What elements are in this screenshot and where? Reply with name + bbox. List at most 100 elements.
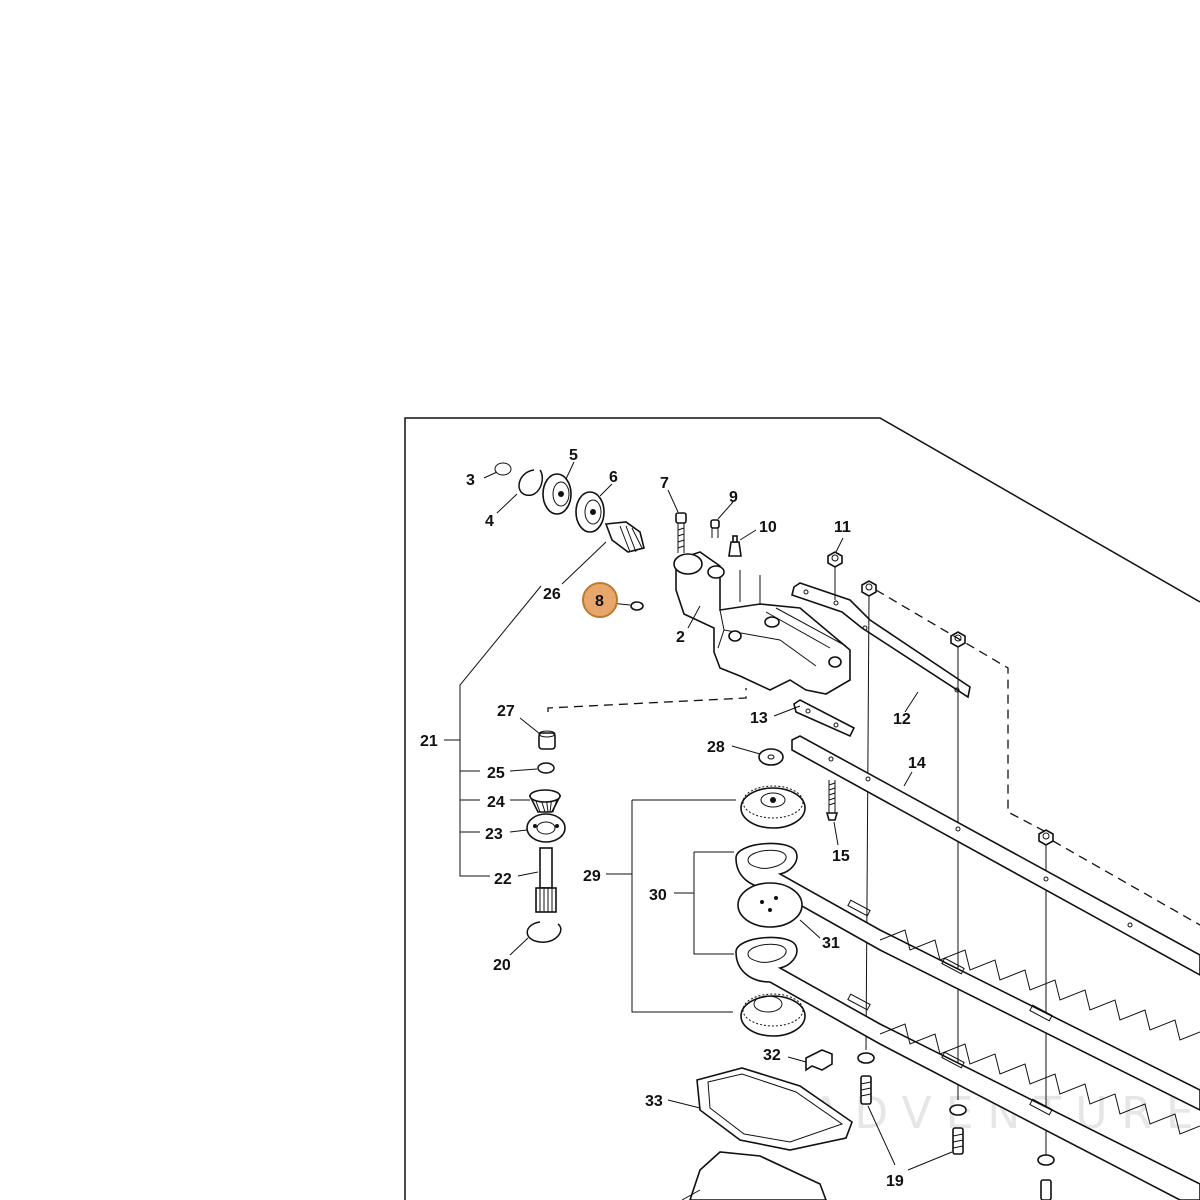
label-part-27[interactable]: 27 bbox=[497, 703, 515, 720]
label-part-28[interactable]: 28 bbox=[707, 739, 725, 756]
highlight-callout-8[interactable] bbox=[582, 582, 618, 618]
plate-13[interactable] bbox=[793, 699, 856, 738]
leader-12 bbox=[904, 691, 919, 713]
label-part-24[interactable]: 24 bbox=[487, 794, 505, 811]
clip-32[interactable] bbox=[805, 1049, 833, 1072]
plate-12[interactable] bbox=[791, 582, 971, 699]
circlip-20[interactable] bbox=[526, 921, 562, 943]
gear-lower-29[interactable] bbox=[740, 993, 806, 1037]
label-part-19[interactable]: 19 bbox=[886, 1173, 904, 1190]
circlip-3[interactable] bbox=[494, 462, 512, 476]
bracket-30 bbox=[674, 851, 734, 955]
screw-7[interactable] bbox=[675, 512, 687, 553]
nut-11-a[interactable] bbox=[827, 551, 843, 568]
label-part-2[interactable]: 2 bbox=[676, 629, 685, 646]
label-part-13[interactable]: 13 bbox=[750, 710, 768, 727]
washer-19-b[interactable] bbox=[949, 1104, 967, 1116]
leader-33 bbox=[667, 1099, 701, 1109]
label-part-25[interactable]: 25 bbox=[487, 765, 505, 782]
label-part-14[interactable]: 14 bbox=[908, 755, 926, 772]
leader-32 bbox=[787, 1056, 807, 1063]
label-part-29[interactable]: 29 bbox=[583, 868, 601, 885]
leader-20 bbox=[509, 937, 529, 956]
ball-bearing-23[interactable] bbox=[526, 813, 566, 843]
leader-cover bbox=[681, 1189, 701, 1200]
screw-19-c[interactable] bbox=[1040, 1179, 1052, 1200]
leader-14 bbox=[903, 771, 913, 787]
label-part-26[interactable]: 26 bbox=[543, 586, 561, 603]
blade-lower-30[interactable] bbox=[735, 936, 1200, 1200]
label-part-31[interactable]: 31 bbox=[822, 935, 840, 952]
leader-9 bbox=[717, 501, 734, 520]
label-part-12[interactable]: 12 bbox=[893, 711, 911, 728]
ball-bearing-6[interactable] bbox=[575, 491, 605, 533]
label-part-21[interactable]: 21 bbox=[420, 733, 438, 750]
leader-5 bbox=[565, 461, 575, 480]
leader-13 bbox=[773, 705, 801, 717]
label-part-8[interactable]: 8 bbox=[595, 593, 604, 610]
washer-19-c[interactable] bbox=[1037, 1154, 1055, 1166]
dashed-guide-2 bbox=[547, 688, 747, 712]
leader-26 bbox=[561, 541, 607, 585]
label-part-10[interactable]: 10 bbox=[759, 519, 777, 536]
nut-11-c[interactable] bbox=[950, 631, 966, 648]
gear-housing-2[interactable] bbox=[673, 551, 851, 695]
ball-bearing-5[interactable] bbox=[542, 473, 572, 515]
stud-line-1 bbox=[865, 595, 870, 1051]
guide-bar-14[interactable] bbox=[791, 735, 1200, 976]
leader-27 bbox=[519, 717, 541, 735]
eccentric-disc-31[interactable] bbox=[737, 882, 803, 928]
label-part-6[interactable]: 6 bbox=[609, 469, 618, 486]
nut-11-b[interactable] bbox=[861, 580, 877, 597]
label-part-9[interactable]: 9 bbox=[729, 489, 738, 506]
circlip-25[interactable] bbox=[537, 762, 555, 774]
label-part-32[interactable]: 32 bbox=[763, 1047, 781, 1064]
label-part-5[interactable]: 5 bbox=[569, 447, 578, 464]
dashed-guide-1 bbox=[875, 589, 1200, 926]
leader-3 bbox=[483, 471, 498, 479]
leader-11 bbox=[835, 537, 844, 553]
screw-19-a[interactable] bbox=[860, 1075, 872, 1105]
sleeve-27[interactable] bbox=[538, 730, 556, 750]
nut-11-d[interactable] bbox=[1038, 829, 1054, 846]
label-part-30[interactable]: 30 bbox=[649, 887, 667, 904]
washer-19-a[interactable] bbox=[857, 1052, 875, 1064]
leader-6 bbox=[599, 483, 613, 497]
label-part-20[interactable]: 20 bbox=[493, 957, 511, 974]
label-part-22[interactable]: 22 bbox=[494, 871, 512, 888]
label-part-15[interactable]: 15 bbox=[832, 848, 850, 865]
gear-upper-29[interactable] bbox=[740, 785, 806, 829]
cover-plate[interactable] bbox=[689, 1151, 827, 1200]
leader-19-a bbox=[867, 1105, 896, 1166]
bevel-gear-24[interactable] bbox=[528, 789, 562, 813]
leader-19-b bbox=[907, 1151, 953, 1171]
label-part-7[interactable]: 7 bbox=[660, 475, 669, 492]
leader-23 bbox=[509, 829, 528, 833]
leader-15 bbox=[833, 821, 839, 846]
bracket-29 bbox=[606, 799, 736, 1013]
leader-25 bbox=[509, 768, 538, 772]
grease-nipple-10[interactable] bbox=[728, 535, 742, 557]
bolt-15[interactable] bbox=[825, 780, 839, 821]
circlip-4[interactable] bbox=[518, 469, 544, 496]
label-part-33[interactable]: 33 bbox=[645, 1093, 663, 1110]
washer-28[interactable] bbox=[758, 748, 784, 766]
leader-28 bbox=[731, 745, 761, 755]
label-part-4[interactable]: 4 bbox=[485, 513, 494, 530]
leader-2 bbox=[687, 605, 701, 629]
leader-4 bbox=[496, 493, 518, 514]
screw-9[interactable] bbox=[710, 519, 720, 538]
leader-22 bbox=[517, 871, 539, 877]
screw-19-b[interactable] bbox=[952, 1127, 964, 1155]
label-part-3[interactable]: 3 bbox=[466, 472, 475, 489]
blade-upper-30[interactable] bbox=[735, 842, 1200, 1111]
shaft-22[interactable] bbox=[535, 847, 557, 913]
gasket-33[interactable] bbox=[696, 1067, 853, 1151]
leader-7 bbox=[667, 489, 679, 513]
diagram-frame bbox=[404, 417, 1200, 1200]
label-part-11[interactable]: 11 bbox=[834, 519, 851, 536]
washer-8[interactable] bbox=[630, 601, 644, 611]
label-part-23[interactable]: 23 bbox=[485, 826, 503, 843]
bevel-pinion-26[interactable] bbox=[604, 521, 645, 553]
